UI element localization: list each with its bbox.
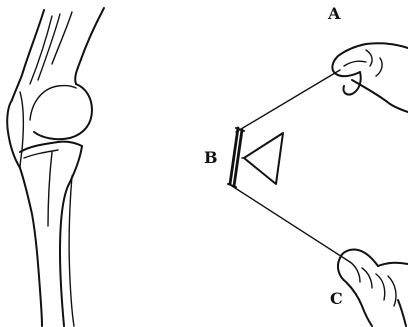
lower-string [232,186,350,262]
patella-outline [7,100,20,168]
condyle-inner-curve [30,86,76,120]
knee-joint-drawing [7,8,104,326]
femur-inner-line-2 [38,14,60,80]
femur-outline-front [12,10,44,100]
label-c: C [330,291,343,307]
triangle-card [244,133,283,184]
upper-string [236,70,340,132]
string-demonstration [228,43,408,326]
femur-inner-line-3 [52,12,72,64]
tibia-inner [48,152,52,226]
fibula [69,176,74,326]
joint-line [20,142,82,152]
meniscus-line [24,150,58,158]
label-b: B [204,150,218,166]
hand-a [332,43,408,112]
stick-b [230,128,242,186]
patella-inner [20,92,23,168]
label-a: A [328,6,340,22]
tibia-front [20,168,42,326]
femur-outline-back [75,8,104,84]
